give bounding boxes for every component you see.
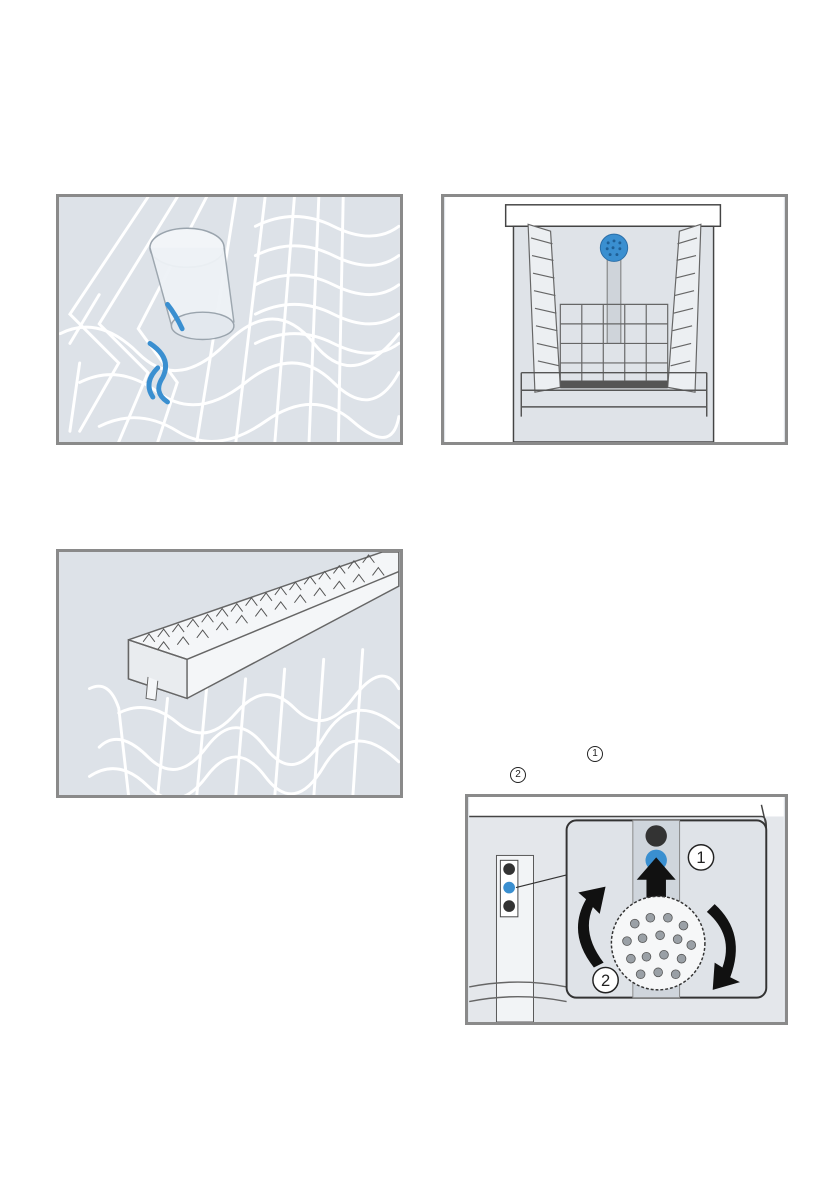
inset-step1-label: 1 — [696, 848, 705, 867]
step1-marker: 1 — [587, 746, 603, 762]
rack-front-drawing — [444, 197, 785, 442]
inset-step2-label: 2 — [601, 971, 610, 990]
rack-front-illustration — [441, 194, 788, 445]
step2-marker: 2 — [510, 767, 526, 783]
callout-step1: 1 — [587, 744, 603, 762]
glass-holder-illustration — [56, 194, 403, 445]
spray-head-drawing: 1 2 — [468, 797, 785, 1022]
spray-head-illustration: 1 2 — [465, 794, 788, 1025]
callout-step2: 2 — [510, 765, 526, 783]
glass-holder-drawing — [59, 197, 400, 442]
knife-shelf-drawing — [59, 552, 400, 795]
knife-shelf-illustration — [56, 549, 403, 798]
